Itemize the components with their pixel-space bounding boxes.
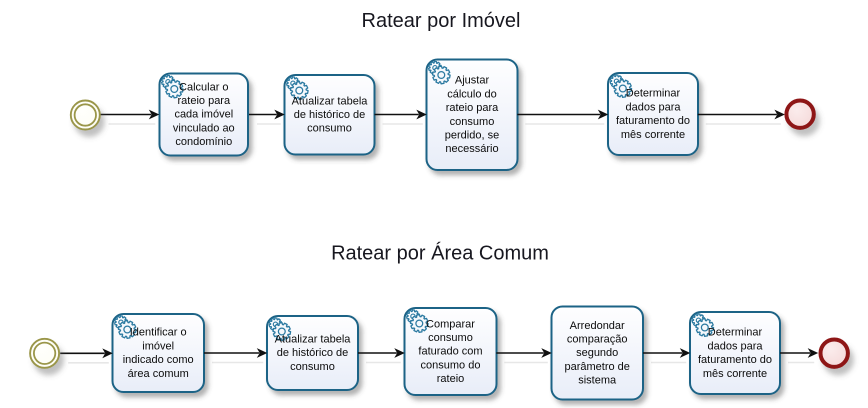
svg-text:parâmetro de: parâmetro de: [564, 361, 629, 373]
svg-text:Atualizar tabela: Atualizar tabela: [292, 95, 369, 107]
svg-text:Calcular o: Calcular o: [179, 81, 229, 93]
svg-text:área comum: área comum: [128, 368, 189, 380]
svg-text:Ratear por Imóvel: Ratear por Imóvel: [362, 10, 521, 32]
svg-text:condomínio: condomínio: [175, 136, 232, 148]
svg-text:de histórico de: de histórico de: [294, 109, 366, 121]
svg-text:rateio para: rateio para: [178, 95, 231, 107]
svg-text:vinculado ao: vinculado ao: [173, 122, 235, 134]
svg-text:Determinar: Determinar: [626, 88, 681, 100]
svg-text:Ratear por Área Comum: Ratear por Área Comum: [331, 242, 549, 265]
svg-text:indicado como: indicado como: [123, 354, 194, 366]
svg-text:de histórico de: de histórico de: [277, 347, 349, 359]
svg-text:consumo: consumo: [290, 361, 335, 373]
svg-text:Atualizar tabela: Atualizar tabela: [275, 334, 352, 346]
svg-text:cálculo do: cálculo do: [447, 88, 497, 100]
svg-text:perdido, se: perdido, se: [445, 130, 499, 142]
svg-text:dados para: dados para: [707, 340, 763, 352]
svg-text:mês corrente: mês corrente: [703, 368, 767, 380]
svg-text:Comparar: Comparar: [426, 318, 475, 330]
svg-text:faturado com: faturado com: [418, 346, 482, 358]
svg-text:mês corrente: mês corrente: [621, 129, 685, 141]
svg-text:segundo: segundo: [576, 347, 618, 359]
svg-text:consumo: consumo: [307, 123, 352, 135]
svg-text:rateio: rateio: [437, 373, 465, 385]
svg-text:rateio para: rateio para: [446, 102, 499, 114]
svg-text:consumo: consumo: [450, 116, 495, 128]
svg-text:sistema: sistema: [578, 375, 617, 387]
svg-text:consumo: consumo: [428, 332, 473, 344]
svg-text:comparação: comparação: [567, 334, 628, 346]
svg-text:consumo do: consumo do: [421, 359, 481, 371]
svg-text:faturamento do: faturamento do: [698, 354, 772, 366]
svg-text:cada imóvel: cada imóvel: [174, 109, 233, 121]
svg-text:Arredondar: Arredondar: [570, 320, 625, 332]
svg-text:dados para: dados para: [625, 101, 681, 113]
svg-text:Ajustar: Ajustar: [455, 75, 490, 87]
svg-text:imóvel: imóvel: [142, 340, 174, 352]
svg-text:faturamento do: faturamento do: [616, 115, 690, 127]
svg-text:Identificar o: Identificar o: [130, 327, 187, 339]
svg-text:necessário: necessário: [445, 143, 498, 155]
svg-text:Determinar: Determinar: [708, 327, 763, 339]
